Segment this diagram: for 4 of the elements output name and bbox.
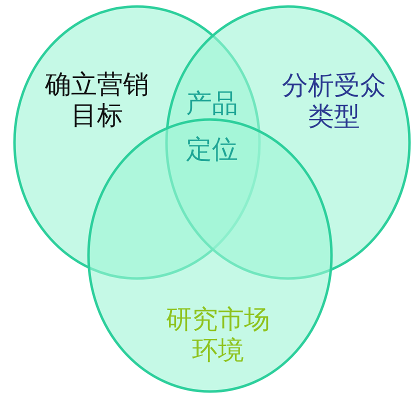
- circle-label: 确立营销目标: [44, 70, 150, 132]
- overlap-label: 产品定位: [185, 88, 239, 167]
- circle-label: 分析受众类型: [281, 70, 387, 134]
- circle-label: 研究市场环境: [165, 304, 271, 368]
